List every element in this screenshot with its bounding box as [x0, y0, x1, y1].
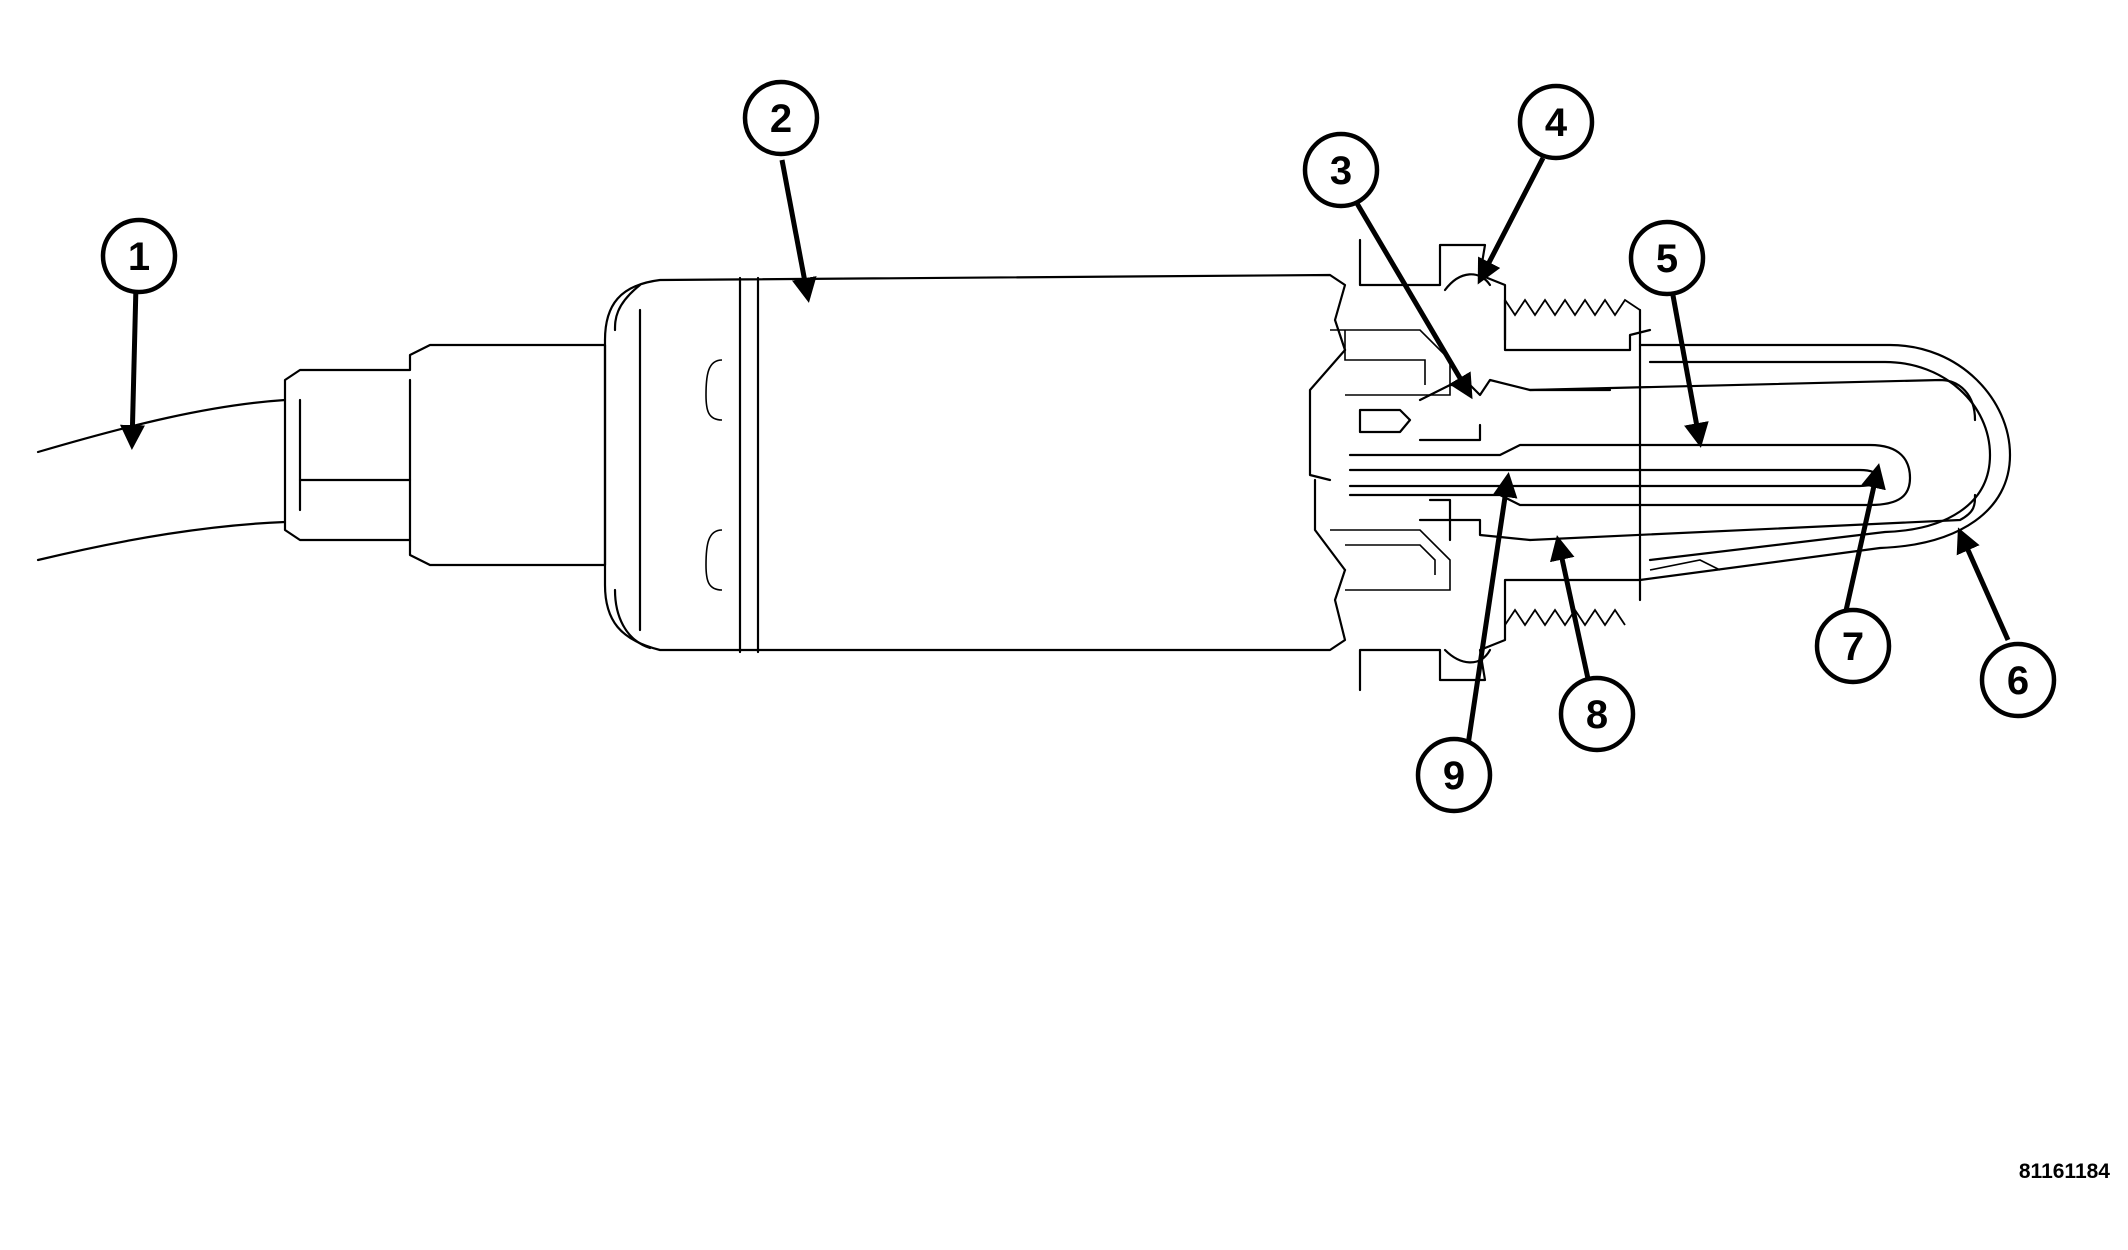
- sensor-body: [603, 273, 1347, 654]
- callout-leaders: [120, 156, 2011, 746]
- callout-8-number: 8: [1586, 693, 1608, 737]
- callout-9: 9: [1415, 736, 1493, 814]
- callout-6-number: 6: [2007, 659, 2029, 703]
- connector-boot: [283, 343, 607, 567]
- leader-5: [1669, 289, 1709, 448]
- leader-3: [1352, 198, 1473, 400]
- leader-6: [1956, 527, 2011, 642]
- callout-4-number: 4: [1545, 101, 1568, 145]
- callout-1: 1: [100, 217, 178, 295]
- outer-shield: [1638, 343, 2012, 582]
- callout-8: 8: [1558, 675, 1636, 753]
- callout-4: 4: [1517, 83, 1595, 161]
- leader-9: [1465, 472, 1518, 746]
- leader-1: [120, 284, 145, 450]
- sensor-internals: [1308, 329, 1977, 591]
- leader-7: [1842, 463, 1886, 616]
- callout-2-number: 2: [770, 97, 792, 141]
- callout-2: 2: [742, 79, 820, 157]
- callout-7-number: 7: [1842, 625, 1864, 669]
- leader-8: [1550, 535, 1593, 689]
- wire-harness: [36, 398, 287, 562]
- leader-4: [1477, 156, 1546, 285]
- figure-id-label: 81161184: [2018, 1160, 2110, 1183]
- leader-2: [779, 159, 817, 303]
- callout-5: 5: [1628, 219, 1706, 297]
- callout-9-number: 9: [1443, 754, 1465, 798]
- hex-shell-threads: [1358, 238, 1652, 692]
- callout-6: 6: [1979, 641, 2057, 719]
- callout-3-number: 3: [1330, 149, 1352, 193]
- callout-7: 7: [1814, 607, 1892, 685]
- callout-1-number: 1: [128, 235, 150, 279]
- callout-3: 3: [1302, 131, 1380, 209]
- callout-5-number: 5: [1656, 237, 1678, 281]
